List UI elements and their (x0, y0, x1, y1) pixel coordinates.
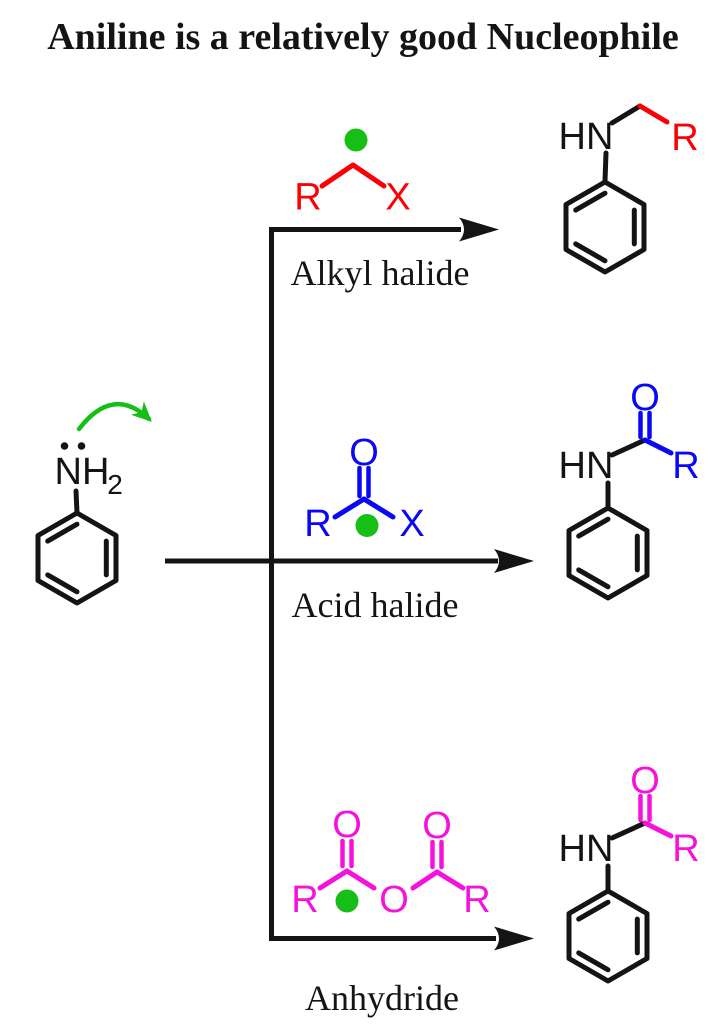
carbonyl-oxygen-label: O (349, 432, 379, 474)
r-group-label: R (671, 117, 698, 159)
hn-label: HN (559, 828, 614, 870)
arrowhead-icon (459, 217, 499, 242)
acid-halide-reagent: O R X (304, 432, 424, 545)
bond (609, 103, 643, 126)
lone-pair-dot (77, 442, 86, 450)
halide-label: X (385, 177, 410, 219)
bond (434, 869, 466, 891)
r-group-label: R (672, 828, 699, 870)
benzene-ring (38, 513, 116, 603)
anhydride-reagent: O R O O R (291, 804, 490, 921)
alkylated-product: HN R (559, 103, 699, 272)
curved-electron-arrow-icon (76, 401, 152, 432)
bond (73, 488, 80, 516)
amine-subscript: 2 (107, 469, 123, 500)
pathway-label-alkyl-halide: Alkyl halide (291, 253, 470, 293)
hn-label: HN (559, 445, 614, 487)
bond (344, 868, 377, 891)
bond (602, 150, 609, 184)
r-group-label: R (291, 879, 318, 921)
aniline-structure: NH 2 (38, 401, 152, 603)
benzene-ring (569, 891, 647, 981)
carbonyl-oxygen-label: O (332, 804, 362, 846)
benzene-ring (569, 508, 647, 598)
electrophilic-site-dot (335, 889, 359, 913)
amide-product-from-acid-halide: O HN R (559, 377, 700, 598)
r-group-label: R (294, 177, 321, 219)
arrowhead-icon (494, 549, 534, 573)
ester-oxygen-label: O (379, 879, 409, 921)
amide-product-from-anhydride: O HN R (559, 760, 700, 981)
bond (637, 103, 670, 125)
pathway-label-acid-halide: Acid halide (292, 585, 459, 625)
bond (609, 820, 648, 841)
carbonyl-oxygen-label: O (630, 760, 660, 802)
electrophilic-site-dot (344, 128, 368, 152)
branch-line (269, 227, 496, 941)
bond (361, 496, 396, 520)
page-title: Aniline is a relatively good Nucleophile (47, 16, 679, 58)
bond (609, 437, 648, 458)
arrowhead-icon (494, 926, 534, 951)
bond (317, 868, 350, 891)
bond (642, 820, 674, 839)
r-group-label: R (463, 879, 490, 921)
r-group-label: R (672, 445, 699, 487)
amine-label: NH (55, 451, 110, 493)
carbonyl-oxygen-label: O (422, 805, 452, 847)
bond (410, 869, 440, 891)
halide-label: X (399, 503, 424, 545)
carbonyl-oxygen-label: O (630, 377, 660, 419)
electrophilic-site-dot (355, 514, 379, 537)
hn-label: HN (559, 116, 614, 158)
pathway-label-anhydride: Anhydride (305, 978, 459, 1018)
alkyl-halide-reagent: R X (294, 128, 411, 219)
bond (642, 437, 674, 456)
bond (319, 162, 356, 189)
bond (350, 162, 387, 189)
lone-pair-dot (60, 442, 69, 450)
benzene-ring (566, 182, 644, 272)
r-group-label: R (304, 503, 331, 545)
reaction-arrows (165, 217, 534, 951)
bond (332, 496, 367, 520)
